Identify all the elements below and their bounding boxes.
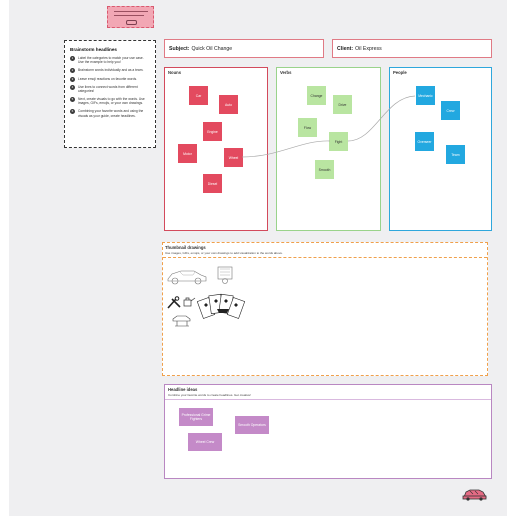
thumbnail-drawings-area[interactable]: Thumbnail drawings Use images, GIFs, emo… [162, 242, 488, 376]
client-value: Oil Express [355, 45, 382, 52]
note-overseer[interactable]: Overseer [415, 132, 434, 151]
note-smooth[interactable]: Smooth [315, 160, 334, 179]
note-flow[interactable]: Flow [298, 118, 317, 137]
verbs-column[interactable]: Verbs Change Drive Flow Fight Smooth [276, 67, 381, 231]
car-logo-icon [462, 489, 487, 501]
playing-cards-icon [197, 293, 246, 319]
nouns-column[interactable]: Nouns Car Auto Engine Motor Wheel Diesel [164, 67, 268, 231]
note-mechanic[interactable]: Mechanic [416, 86, 435, 105]
nouns-title: Nouns [168, 70, 182, 75]
subject-value: Quick Oil Change [191, 45, 233, 52]
instruction-step: 4 Use lines to connect words from differ… [70, 85, 138, 94]
subject-label: Subject: [169, 45, 190, 52]
people-column[interactable]: People Mechanic Crew Overseer Team [389, 67, 492, 231]
car-lift-icon [172, 315, 191, 327]
instructions-panel[interactable]: Brainstorm headlines 1 Label the categor… [64, 40, 156, 148]
tools-icon [167, 296, 181, 309]
note-team[interactable]: Team [446, 145, 465, 164]
headline-note[interactable]: Professional Grime Fighters [179, 408, 213, 426]
note-change[interactable]: Change [307, 86, 326, 105]
top-sticky-note[interactable] [107, 6, 154, 28]
headline-ideas-area[interactable]: Headline ideas Combine your favorite wor… [164, 384, 492, 479]
instruction-step: 6 Combining your favorite words and usin… [70, 109, 144, 118]
note-car[interactable]: Car [189, 86, 208, 105]
thumbnails-subtitle: Use images, GIFs, emojis, or your own dr… [165, 251, 283, 255]
note-drive[interactable]: Drive [333, 95, 352, 114]
car-sketch-icon [167, 270, 207, 285]
headlines-subtitle: Combine your favorite words to create he… [168, 393, 252, 397]
instruction-step: 2 Brainstorm words individually and as a… [70, 68, 144, 74]
headlines-title: Headline ideas [168, 387, 198, 392]
oil-can-icon [183, 297, 196, 307]
instruction-step: 5 Next, create visuals to go with the wo… [70, 97, 145, 106]
note-fight[interactable]: Fight [329, 132, 348, 151]
note-motor[interactable]: Motor [178, 144, 197, 163]
headline-note[interactable]: Wheel Crew [188, 433, 222, 451]
client-label: Client: [337, 45, 354, 52]
note-engine[interactable]: Engine [203, 122, 222, 141]
instruction-step: 1 Label the categories to match your use… [70, 56, 144, 65]
headlines-divider [165, 399, 491, 400]
verbs-title: Verbs [280, 70, 292, 75]
car-icon [126, 20, 137, 25]
thumbnails-divider [163, 257, 487, 258]
engine-sketch-icon [217, 266, 233, 284]
people-title: People [393, 70, 407, 75]
note-crew[interactable]: Crew [441, 101, 460, 120]
note-auto[interactable]: Auto [219, 95, 238, 114]
subject-box[interactable]: Subject: Quick Oil Change [164, 39, 324, 58]
headline-note[interactable]: Smooth Operators [235, 416, 269, 434]
note-wheel[interactable]: Wheel [224, 148, 243, 167]
note-diesel[interactable]: Diesel [203, 174, 222, 193]
instructions-title: Brainstorm headlines [70, 47, 117, 52]
instruction-step: 3 Leave emoji reactions on favorite word… [70, 76, 138, 82]
client-box[interactable]: Client: Oil Express [332, 39, 492, 58]
thumbnails-title: Thumbnail drawings [165, 245, 206, 250]
